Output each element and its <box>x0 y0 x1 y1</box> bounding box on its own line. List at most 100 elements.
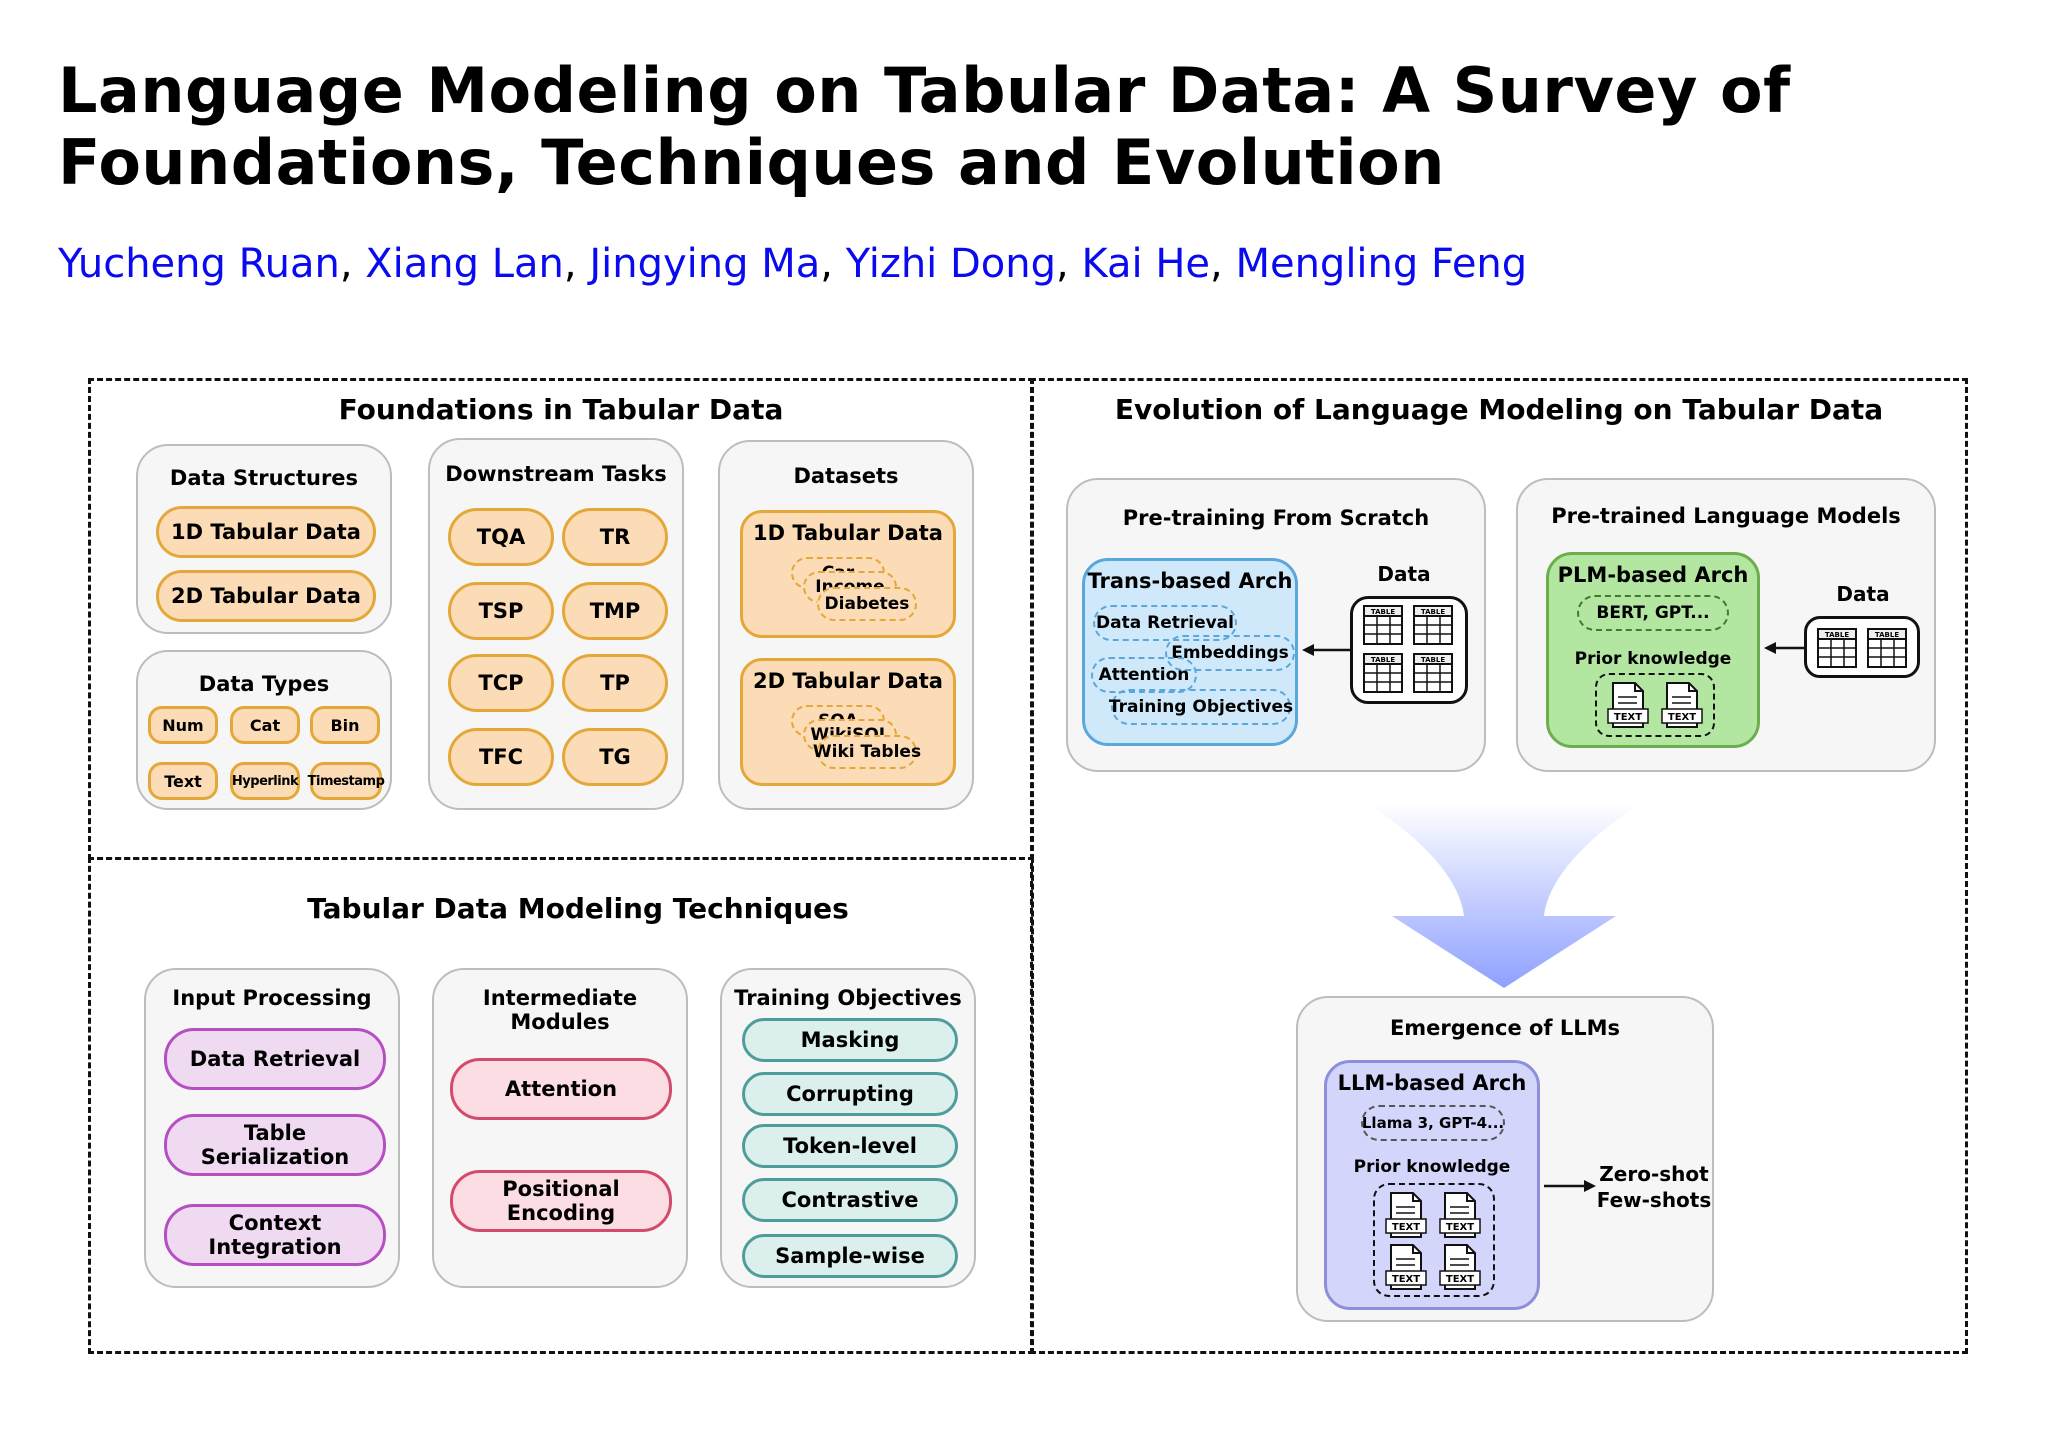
dataset-2d-box: 2D Tabular Data SQA WikiSQL Wiki Tables <box>740 658 956 786</box>
objective-sample-wise: Sample-wise <box>742 1234 958 1278</box>
plm-card: Pre-trained Language Models PLM-based Ar… <box>1516 478 1936 772</box>
dataset-1d-box: 1D Tabular Data Car Income Diabetes <box>740 510 956 638</box>
data-structure-2d: 2D Tabular Data <box>156 570 376 622</box>
author-link[interactable]: Yizhi Dong <box>845 241 1057 287</box>
plm-title: Pre-trained Language Models <box>1551 504 1901 528</box>
llm-arch-title: LLM-based Arch <box>1337 1071 1527 1095</box>
table-icon: TABLE <box>1413 653 1453 693</box>
dataset-1d-title: 1D Tabular Data <box>753 521 943 545</box>
task-tfc: TFC <box>448 728 554 786</box>
task-tsp: TSP <box>448 582 554 640</box>
training-objectives-card: Training Objectives Masking Corrupting T… <box>720 968 976 1288</box>
author-separator: , <box>1210 241 1223 287</box>
module-positional-encoding: Positional Encoding <box>450 1170 672 1232</box>
data-types-title: Data Types <box>198 672 330 696</box>
table-icon-label: TABLE <box>1371 608 1395 616</box>
author-link[interactable]: Yucheng Ruan <box>58 241 340 287</box>
plm-data-label: Data <box>1836 582 1890 606</box>
pretraining-data-label: Data <box>1377 562 1431 586</box>
training-objectives-title: Training Objectives <box>734 986 962 1010</box>
task-tp: TP <box>562 654 668 712</box>
author-link[interactable]: Xiang Lan <box>365 241 564 287</box>
dataset-2d-title: 2D Tabular Data <box>753 669 943 693</box>
pretraining-card: Pre-training From Scratch Trans-based Ar… <box>1066 478 1486 772</box>
input-processing-card: Input Processing Data Retrieval Table Se… <box>144 968 400 1288</box>
llm-arch-box: LLM-based Arch Llama 3, GPT-4... Prior k… <box>1324 1060 1540 1310</box>
trans-training-objectives: Training Objectives <box>1109 689 1293 725</box>
intermediate-modules-title: Intermediate Modules <box>482 986 638 1034</box>
author-list: Yucheng Ruan, Xiang Lan, Jingying Ma, Yi… <box>58 238 1527 290</box>
author-link[interactable]: Jingying Ma <box>589 241 821 287</box>
plm-prior-knowledge: Prior knowledge <box>1574 649 1732 669</box>
objective-masking: Masking <box>742 1018 958 1062</box>
input-processing-title: Input Processing <box>172 986 372 1010</box>
plm-text-docs: TEXT TEXT <box>1595 673 1715 737</box>
text-document-icon: TEXT <box>1385 1192 1427 1238</box>
data-type-cat: Cat <box>230 706 300 744</box>
trans-attention: Attention <box>1091 657 1197 693</box>
technique-context-integration: Context Integration <box>164 1204 386 1266</box>
techniques-title: Tabular Data Modeling Techniques <box>307 892 849 925</box>
table-icon: TABLE <box>1363 605 1403 645</box>
dataset-diabetes: Diabetes <box>817 587 917 621</box>
text-document-icon: TEXT <box>1607 682 1649 728</box>
text-document-icon: TEXT <box>1439 1192 1481 1238</box>
data-type-num: Num <box>148 706 218 744</box>
dataset-wiki-tables: Wiki Tables <box>813 735 921 769</box>
plm-data-box: TABLE TABLE <box>1804 616 1920 678</box>
arrow-left-icon <box>1302 644 1350 656</box>
data-type-text: Text <box>148 762 218 800</box>
text-icon-label: TEXT <box>1446 1274 1474 1285</box>
text-icon-label: TEXT <box>1614 712 1642 723</box>
plm-arch-title: PLM-based Arch <box>1557 563 1749 587</box>
author-separator: , <box>1056 241 1069 287</box>
author-separator: , <box>563 241 577 287</box>
trans-arch-title: Trans-based Arch <box>1087 569 1293 593</box>
task-tg: TG <box>562 728 668 786</box>
table-icon-label: TABLE <box>1875 631 1899 639</box>
data-structures-card: Data Structures 1D Tabular Data 2D Tabul… <box>136 444 392 634</box>
author-separator: , <box>339 241 353 287</box>
arrow-right-icon <box>1544 1180 1596 1192</box>
task-tcp: TCP <box>448 654 554 712</box>
text-icon-label: TEXT <box>1392 1222 1420 1233</box>
table-icon-label: TABLE <box>1371 656 1395 664</box>
intermediate-modules-card: Intermediate Modules Attention Positiona… <box>432 968 688 1288</box>
table-icon: TABLE <box>1413 605 1453 645</box>
downstream-tasks-title: Downstream Tasks <box>445 462 667 486</box>
technique-data-retrieval: Data Retrieval <box>164 1028 386 1090</box>
plm-arch-box: PLM-based Arch BERT, GPT... Prior knowle… <box>1546 552 1760 748</box>
text-icon-label: TEXT <box>1446 1222 1474 1233</box>
pretraining-title: Pre-training From Scratch <box>1122 506 1430 530</box>
text-document-icon: TEXT <box>1439 1244 1481 1290</box>
down-arrow-icon <box>1368 804 1640 988</box>
table-icon: TABLE <box>1363 653 1403 693</box>
author-link[interactable]: Kai He <box>1081 241 1211 287</box>
plm-models: BERT, GPT... <box>1577 595 1729 631</box>
llm-card: Emergence of LLMs LLM-based Arch Llama 3… <box>1296 996 1714 1322</box>
llm-output-zero-shot: Zero-shot <box>1599 1162 1709 1186</box>
data-type-hyperlink: Hyperlink <box>230 762 300 800</box>
evolution-title: Evolution of Language Modeling on Tabula… <box>1114 393 1884 426</box>
arrow-left-icon <box>1764 642 1804 654</box>
table-icon-label: TABLE <box>1825 631 1849 639</box>
task-tr: TR <box>562 508 668 566</box>
evolution-panel <box>1030 378 1968 1354</box>
llm-title: Emergence of LLMs <box>1389 1016 1621 1040</box>
llm-text-docs: TEXT TEXT TEXT TEXT <box>1373 1183 1495 1297</box>
table-icon: TABLE <box>1817 628 1857 668</box>
text-icon-label: TEXT <box>1392 1274 1420 1285</box>
text-icon-label: TEXT <box>1668 712 1696 723</box>
task-tmp: TMP <box>562 582 668 640</box>
objective-contrastive: Contrastive <box>742 1178 958 1222</box>
llm-prior-knowledge: Prior knowledge <box>1353 1157 1511 1177</box>
trans-arch-box: Trans-based Arch Data Retrieval Embeddin… <box>1082 558 1298 746</box>
author-separator: , <box>820 241 833 287</box>
text-document-icon: TEXT <box>1661 682 1703 728</box>
table-icon-label: TABLE <box>1421 656 1445 664</box>
data-type-bin: Bin <box>310 706 380 744</box>
author-link[interactable]: Mengling Feng <box>1235 241 1528 287</box>
llm-output-few-shots: Few-shots <box>1596 1188 1712 1212</box>
paper-title: Language Modeling on Tabular Data: A Sur… <box>58 54 1791 199</box>
downstream-tasks-card: Downstream Tasks TQA TR TSP TMP TCP TP T… <box>428 438 684 810</box>
